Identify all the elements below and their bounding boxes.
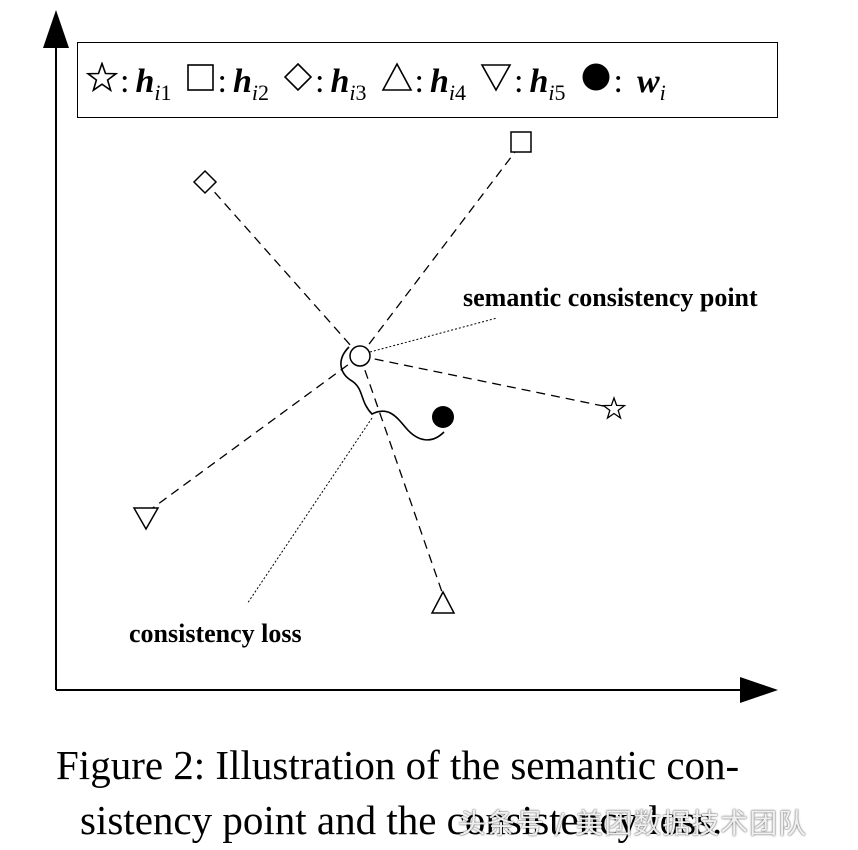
legend-sub: i1 (154, 80, 171, 106)
diamond-marker (192, 169, 218, 195)
legend-sub-num: 3 (355, 79, 367, 105)
watermark: 头条号 / 美团数据技术团队 (458, 807, 808, 840)
legend-sep: : (217, 62, 227, 100)
y-axis-arrow (43, 10, 69, 48)
legend-sub-letter: i (349, 79, 356, 105)
diagram-canvas: semantic consistency point consistency l… (43, 10, 778, 703)
connector-to-star (359, 355, 609, 408)
legend-var: h (135, 62, 155, 100)
legend-sep: : (414, 62, 424, 100)
legend-sub: i (660, 80, 666, 106)
leader-lines (246, 317, 498, 605)
filled-circle-marker (432, 406, 454, 428)
caption-line-1: Figure 2: Illustration of the semantic c… (56, 742, 740, 788)
triangle-up-marker (430, 590, 456, 614)
square-marker (510, 131, 532, 153)
semantic-point-label: semantic consistency point (463, 283, 758, 312)
leader-consistency-loss (246, 417, 373, 605)
triangle-down-marker (132, 507, 160, 531)
legend-sub: i5 (548, 80, 565, 106)
leader-semantic-point (369, 317, 498, 353)
legend-sub-num: 5 (554, 79, 566, 105)
legend-sub-letter: i (548, 79, 555, 105)
legend-sub-letter: i (251, 79, 258, 105)
connector-to-square (359, 151, 516, 357)
semantic-consistency-point (349, 345, 371, 367)
x-axis-arrow (740, 677, 778, 703)
connector-to-diamond (209, 186, 361, 357)
legend-sep: : (514, 62, 524, 100)
legend-var: h (429, 62, 449, 100)
legend-var: h (330, 62, 350, 100)
legend-var: h (529, 62, 549, 100)
legend-sub: i2 (252, 80, 269, 106)
consistency-loss-brace (340, 346, 445, 441)
legend-sep: : (120, 62, 130, 100)
figure-caption: Figure 2: Illustration of the semantic c… (56, 738, 816, 848)
diamond-icon (283, 62, 313, 92)
filled-circle-icon (580, 62, 612, 92)
consistency-loss-label: consistency loss (129, 619, 302, 648)
square-icon (186, 62, 216, 92)
legend-sub: i4 (449, 80, 466, 106)
triangle-up-icon (381, 61, 413, 92)
star-marker (601, 396, 627, 420)
star-icon (86, 61, 118, 92)
legend-sep: : (613, 62, 623, 100)
legend-sep: : (315, 62, 325, 100)
legend-sub-letter: i (659, 79, 666, 105)
connector-to-triangle-down (149, 355, 361, 511)
triangle-down-icon (480, 62, 512, 92)
legend-var: w (636, 62, 660, 100)
legend-sub-num: 2 (258, 79, 269, 105)
legend-sub-num: 1 (160, 79, 172, 105)
legend-sub-letter: i (154, 79, 161, 105)
caption-line-2: sistency point and the consistency loss. (80, 797, 723, 843)
legend-var: h (232, 62, 252, 100)
legend-sub-num: 4 (455, 79, 466, 105)
legend-sub-letter: i (448, 79, 455, 105)
legend-sub: i3 (349, 80, 366, 106)
dashed-connectors (149, 151, 609, 593)
connector-to-triangle-up (359, 355, 443, 593)
